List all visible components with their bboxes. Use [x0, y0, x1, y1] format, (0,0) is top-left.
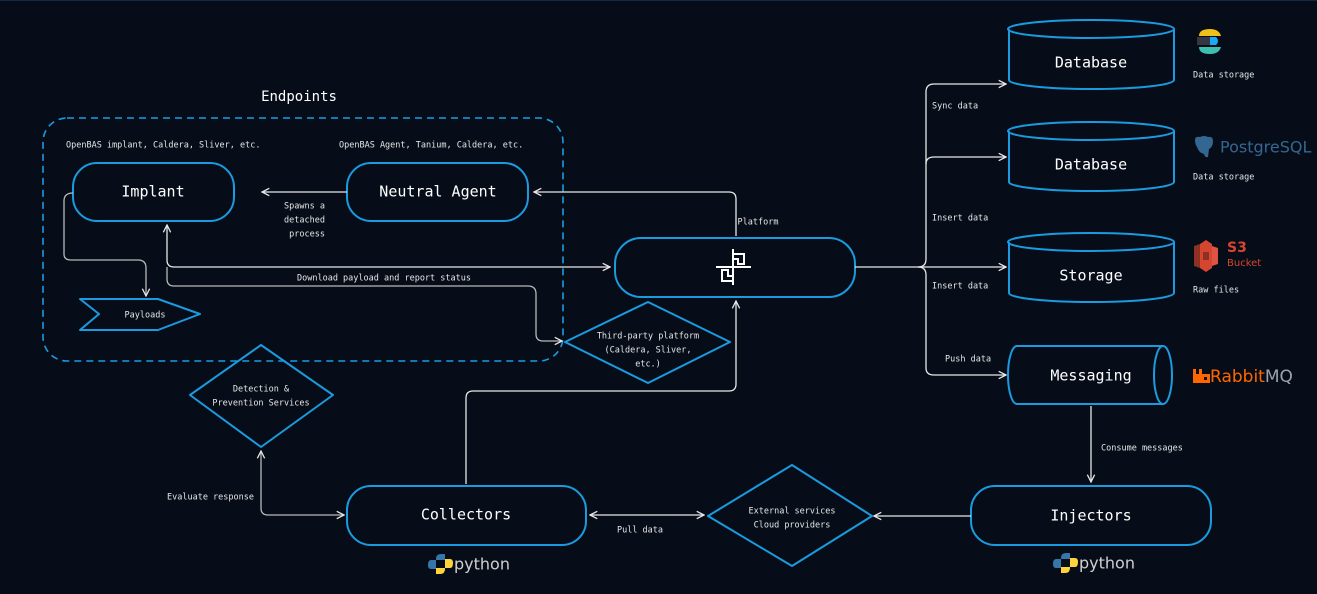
- platform-node[interactable]: [614, 237, 856, 298]
- consume-messages-label: Consume messages: [1101, 444, 1183, 454]
- postgresql-icon: [1195, 136, 1213, 158]
- collectors-node[interactable]: Collectors: [346, 485, 587, 546]
- database-postgres-caption: Data storage: [1193, 173, 1254, 183]
- third-party-platform-node[interactable]: Third-party platform (Caldera, Sliver, e…: [564, 301, 731, 384]
- third-party-platform-shape: [564, 301, 731, 384]
- third-party-line-2: (Caldera, Sliver,: [605, 346, 692, 356]
- payloads-node-shape: [79, 298, 201, 331]
- detection-line-2: Prevention Services: [212, 399, 309, 409]
- database-elastic-label: Database: [1055, 54, 1127, 72]
- implant-platform-edge: [167, 225, 610, 267]
- sync-data-label: Sync data: [932, 102, 978, 112]
- push-data-edge: [917, 266, 1006, 375]
- messaging-node-body: [1007, 345, 1163, 405]
- neutral-agent-node-label: Neutral Agent: [379, 183, 496, 201]
- download-edge-label: Download payload and report status: [297, 274, 471, 284]
- external-services-shape: [707, 464, 873, 567]
- python-logo-text-collectors: python: [454, 555, 510, 574]
- detection-line-1: Detection &: [233, 385, 290, 395]
- insert-data-label-1: Insert data: [932, 214, 988, 224]
- rabbitmq-logo-text-mq: MQ: [1265, 367, 1293, 387]
- implant-node[interactable]: Implant: [72, 162, 235, 222]
- neutral-agent-caption: OpenBAS Agent, Tanium, Caldera, etc.: [339, 141, 523, 151]
- database-elastic-top: [1007, 19, 1175, 39]
- external-services-line-1: External services: [749, 507, 836, 517]
- evaluate-response-label: Evaluate response: [167, 493, 254, 503]
- sync-data-edge: [917, 84, 1006, 268]
- rabbitmq-logo-text: RabbitMQ: [1210, 367, 1293, 387]
- third-party-line-1: Third-party platform: [597, 332, 699, 342]
- messaging-node-label: Messaging: [1050, 367, 1131, 385]
- database-postgres-node[interactable]: Database: [1007, 121, 1175, 193]
- python-icon-collectors: [428, 554, 453, 574]
- implant-payloads-edge: [63, 192, 146, 296]
- spawns-edge-label-2: detached: [284, 216, 325, 226]
- s3-logo-text: S3: [1227, 240, 1247, 256]
- injectors-node-label: Injectors: [1050, 507, 1131, 525]
- s3-bucket-icon: [1194, 240, 1218, 272]
- storage-node-top: [1007, 232, 1175, 252]
- storage-node-body: [1008, 242, 1175, 304]
- platform-to-agent-edge: [534, 192, 737, 236]
- collectors-node-label: Collectors: [421, 506, 511, 524]
- implant-node-label: Implant: [121, 183, 184, 201]
- pull-data-label: Pull data: [617, 526, 663, 536]
- database-postgres-label: Database: [1055, 156, 1127, 174]
- messaging-node[interactable]: Messaging: [1007, 345, 1173, 405]
- payloads-node[interactable]: Payloads: [79, 298, 201, 331]
- postgresql-logo-text: PostgreSQL: [1220, 138, 1311, 157]
- rabbitmq-logo-text-rabbit: Rabbit: [1210, 367, 1265, 387]
- storage-node-label: Storage: [1059, 267, 1122, 285]
- platform-label: Platform: [738, 218, 779, 228]
- detection-prevention-shape: [189, 344, 334, 448]
- collectors-node-shape: [346, 485, 587, 546]
- database-elastic-node[interactable]: Database: [1007, 19, 1175, 91]
- python-icon-injectors: [1053, 553, 1078, 573]
- evaluate-response-edge: [261, 451, 344, 515]
- detection-prevention-node[interactable]: Detection & Prevention Services: [189, 344, 334, 448]
- external-services-node[interactable]: External services Cloud providers: [707, 464, 873, 567]
- endpoints-group-title: Endpoints: [261, 89, 337, 105]
- storage-node[interactable]: Storage: [1007, 232, 1175, 304]
- third-party-line-3: etc.): [635, 360, 661, 370]
- external-services-line-2: Cloud providers: [754, 521, 831, 531]
- payloads-node-label: Payloads: [125, 311, 166, 321]
- s3-logo-subtext: Bucket: [1227, 258, 1261, 269]
- top-border: [0, 0, 1317, 1]
- implant-thirdparty-edge: [166, 267, 562, 341]
- implant-node-shape: [72, 162, 235, 222]
- openbas-logo-icon: [716, 249, 751, 285]
- insert-data-label-2: Insert data: [932, 282, 988, 292]
- python-logo-text-injectors: python: [1079, 554, 1135, 573]
- insert-data-edge-1: [925, 157, 1006, 165]
- spawns-edge-label-3: process: [289, 230, 325, 240]
- implant-caption: OpenBAS implant, Caldera, Sliver, etc.: [66, 141, 260, 151]
- database-postgres-body: [1008, 131, 1175, 193]
- database-postgres-top: [1007, 121, 1175, 141]
- database-elastic-caption: Data storage: [1193, 71, 1254, 81]
- messaging-node-end: [1153, 345, 1173, 405]
- push-data-label: Push data: [945, 355, 991, 365]
- endpoints-group-border: [42, 117, 564, 362]
- elasticsearch-icon: [1197, 29, 1221, 54]
- database-elastic-body: [1008, 29, 1175, 91]
- injectors-node[interactable]: Injectors: [970, 485, 1212, 546]
- spawns-edge-label-1: Spawns a: [284, 202, 325, 212]
- rabbitmq-icon: [1193, 369, 1210, 383]
- neutral-agent-node[interactable]: Neutral Agent: [346, 162, 529, 222]
- collectors-platform-edge: [465, 301, 736, 484]
- storage-node-caption: Raw files: [1193, 286, 1239, 296]
